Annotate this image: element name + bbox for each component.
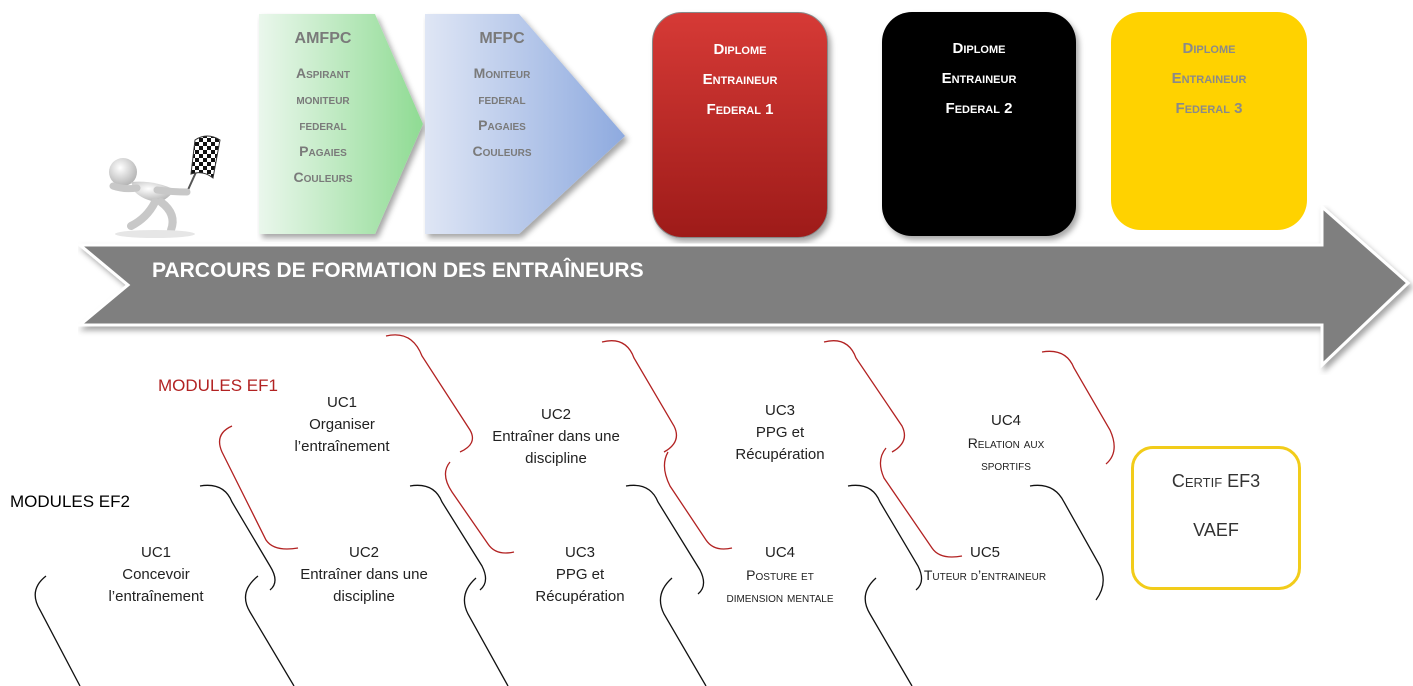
module-code: UC4 <box>990 412 1021 429</box>
ef1-module-uc2: UC2 Entraîner dans une discipline <box>466 404 646 470</box>
module-line: discipline <box>525 450 587 467</box>
module-code: UC1 <box>326 394 357 411</box>
amfpc-line: Aspirant <box>295 65 350 81</box>
module-line: Relation aux <box>967 435 1045 451</box>
module-line: Récupération <box>735 446 825 463</box>
amfpc-title: AMFPC <box>294 30 352 47</box>
mfpc-title: MFPC <box>479 30 525 47</box>
ef1-diploma-line: Entraineur <box>702 71 778 88</box>
amfpc-stage-shape <box>259 14 423 234</box>
module-code: UC1 <box>140 544 171 561</box>
pathway-arrow-label: PARCOURS DE FORMATION DES ENTRAÎNEURS <box>152 259 644 282</box>
ef2-module-uc5: UC5 Tuteur d’entraineur <box>895 542 1075 586</box>
mfpc-stage-shape <box>425 14 625 234</box>
ef1-diploma-line: Federal 1 <box>706 101 774 118</box>
mfpc-line: Couleurs <box>472 143 532 159</box>
ef2-diploma-box: Diplome Entraineur Federal 2 <box>882 12 1076 236</box>
module-line: Récupération <box>535 588 625 605</box>
certif-ef3-label: Certif EF3 <box>1171 471 1261 491</box>
ef2-module-uc4: UC4 Posture et dimension mentale <box>690 542 870 608</box>
module-code: UC3 <box>564 544 595 561</box>
module-code: UC4 <box>764 544 795 561</box>
module-line: discipline <box>333 588 395 605</box>
ef2-diploma-line: Entraineur <box>941 70 1017 87</box>
module-code: UC5 <box>969 544 1000 561</box>
module-code: UC2 <box>348 544 379 561</box>
module-line: Organiser <box>309 416 375 433</box>
ef3-diploma-box: Diplome Entraineur Federal 3 <box>1111 12 1307 230</box>
ef3-diploma-line: Entraineur <box>1171 70 1247 87</box>
module-line: l’entraînement <box>294 438 390 455</box>
module-line: PPG et <box>755 424 805 441</box>
module-line: Concevoir <box>122 566 190 583</box>
pathway-arrow <box>78 205 1411 369</box>
module-line: Entraîner dans une <box>492 428 620 445</box>
ef3-diploma-line: Federal 3 <box>1175 100 1243 117</box>
ef1-modules-heading: MODULES EF1 <box>158 376 278 395</box>
module-line: Tuteur d’entraineur <box>923 567 1047 583</box>
amfpc-stage: AMFPC Aspirant moniteur federal Pagaies … <box>262 30 384 190</box>
amfpc-line: Couleurs <box>293 169 353 185</box>
amfpc-line: moniteur <box>296 91 350 107</box>
module-code: UC3 <box>764 402 795 419</box>
module-line: PPG et <box>555 566 605 583</box>
ef2-module-uc2: UC2 Entraîner dans une discipline <box>274 542 454 608</box>
ef1-module-uc3: UC3 PPG et Récupération <box>690 400 870 466</box>
module-line: Posture et <box>746 567 814 583</box>
ef1-module-uc1: UC1 Organiser l’entraînement <box>252 392 432 458</box>
module-line: Entraîner dans une <box>300 566 428 583</box>
ef2-module-uc1: UC1 Concevoir l’entraînement <box>66 542 246 608</box>
module-code: UC2 <box>540 406 571 423</box>
amfpc-line: Pagaies <box>299 143 347 159</box>
module-line: dimension mentale <box>726 589 834 605</box>
module-line: l’entraînement <box>108 588 204 605</box>
mfpc-line: federal <box>478 91 526 107</box>
mfpc-line: Pagaies <box>478 117 526 133</box>
mfpc-line: Moniteur <box>473 65 531 81</box>
ef2-diploma-line: Diplome <box>952 40 1006 57</box>
ef2-modules-heading: MODULES EF2 <box>10 492 130 511</box>
amfpc-line: federal <box>299 117 347 133</box>
ef2-module-uc3: UC3 PPG et Récupération <box>490 542 670 608</box>
ef1-diploma-box: Diplome Entraineur Federal 1 <box>652 12 828 238</box>
vaef-label: VAEF <box>1193 520 1239 540</box>
runner-with-flag-icon <box>109 135 221 238</box>
ef3-diploma-line: Diplome <box>1182 40 1236 57</box>
mfpc-stage: MFPC Moniteur federal Pagaies Couleurs <box>440 30 564 164</box>
module-line: sportifs <box>981 457 1031 473</box>
ef1-diploma-line: Diplome <box>713 41 767 58</box>
ef2-diploma-line: Federal 2 <box>945 100 1013 117</box>
ef3-certification-box: Certif EF3 VAEF <box>1131 446 1301 590</box>
ef1-module-uc4: UC4 Relation aux sportifs <box>916 410 1096 476</box>
